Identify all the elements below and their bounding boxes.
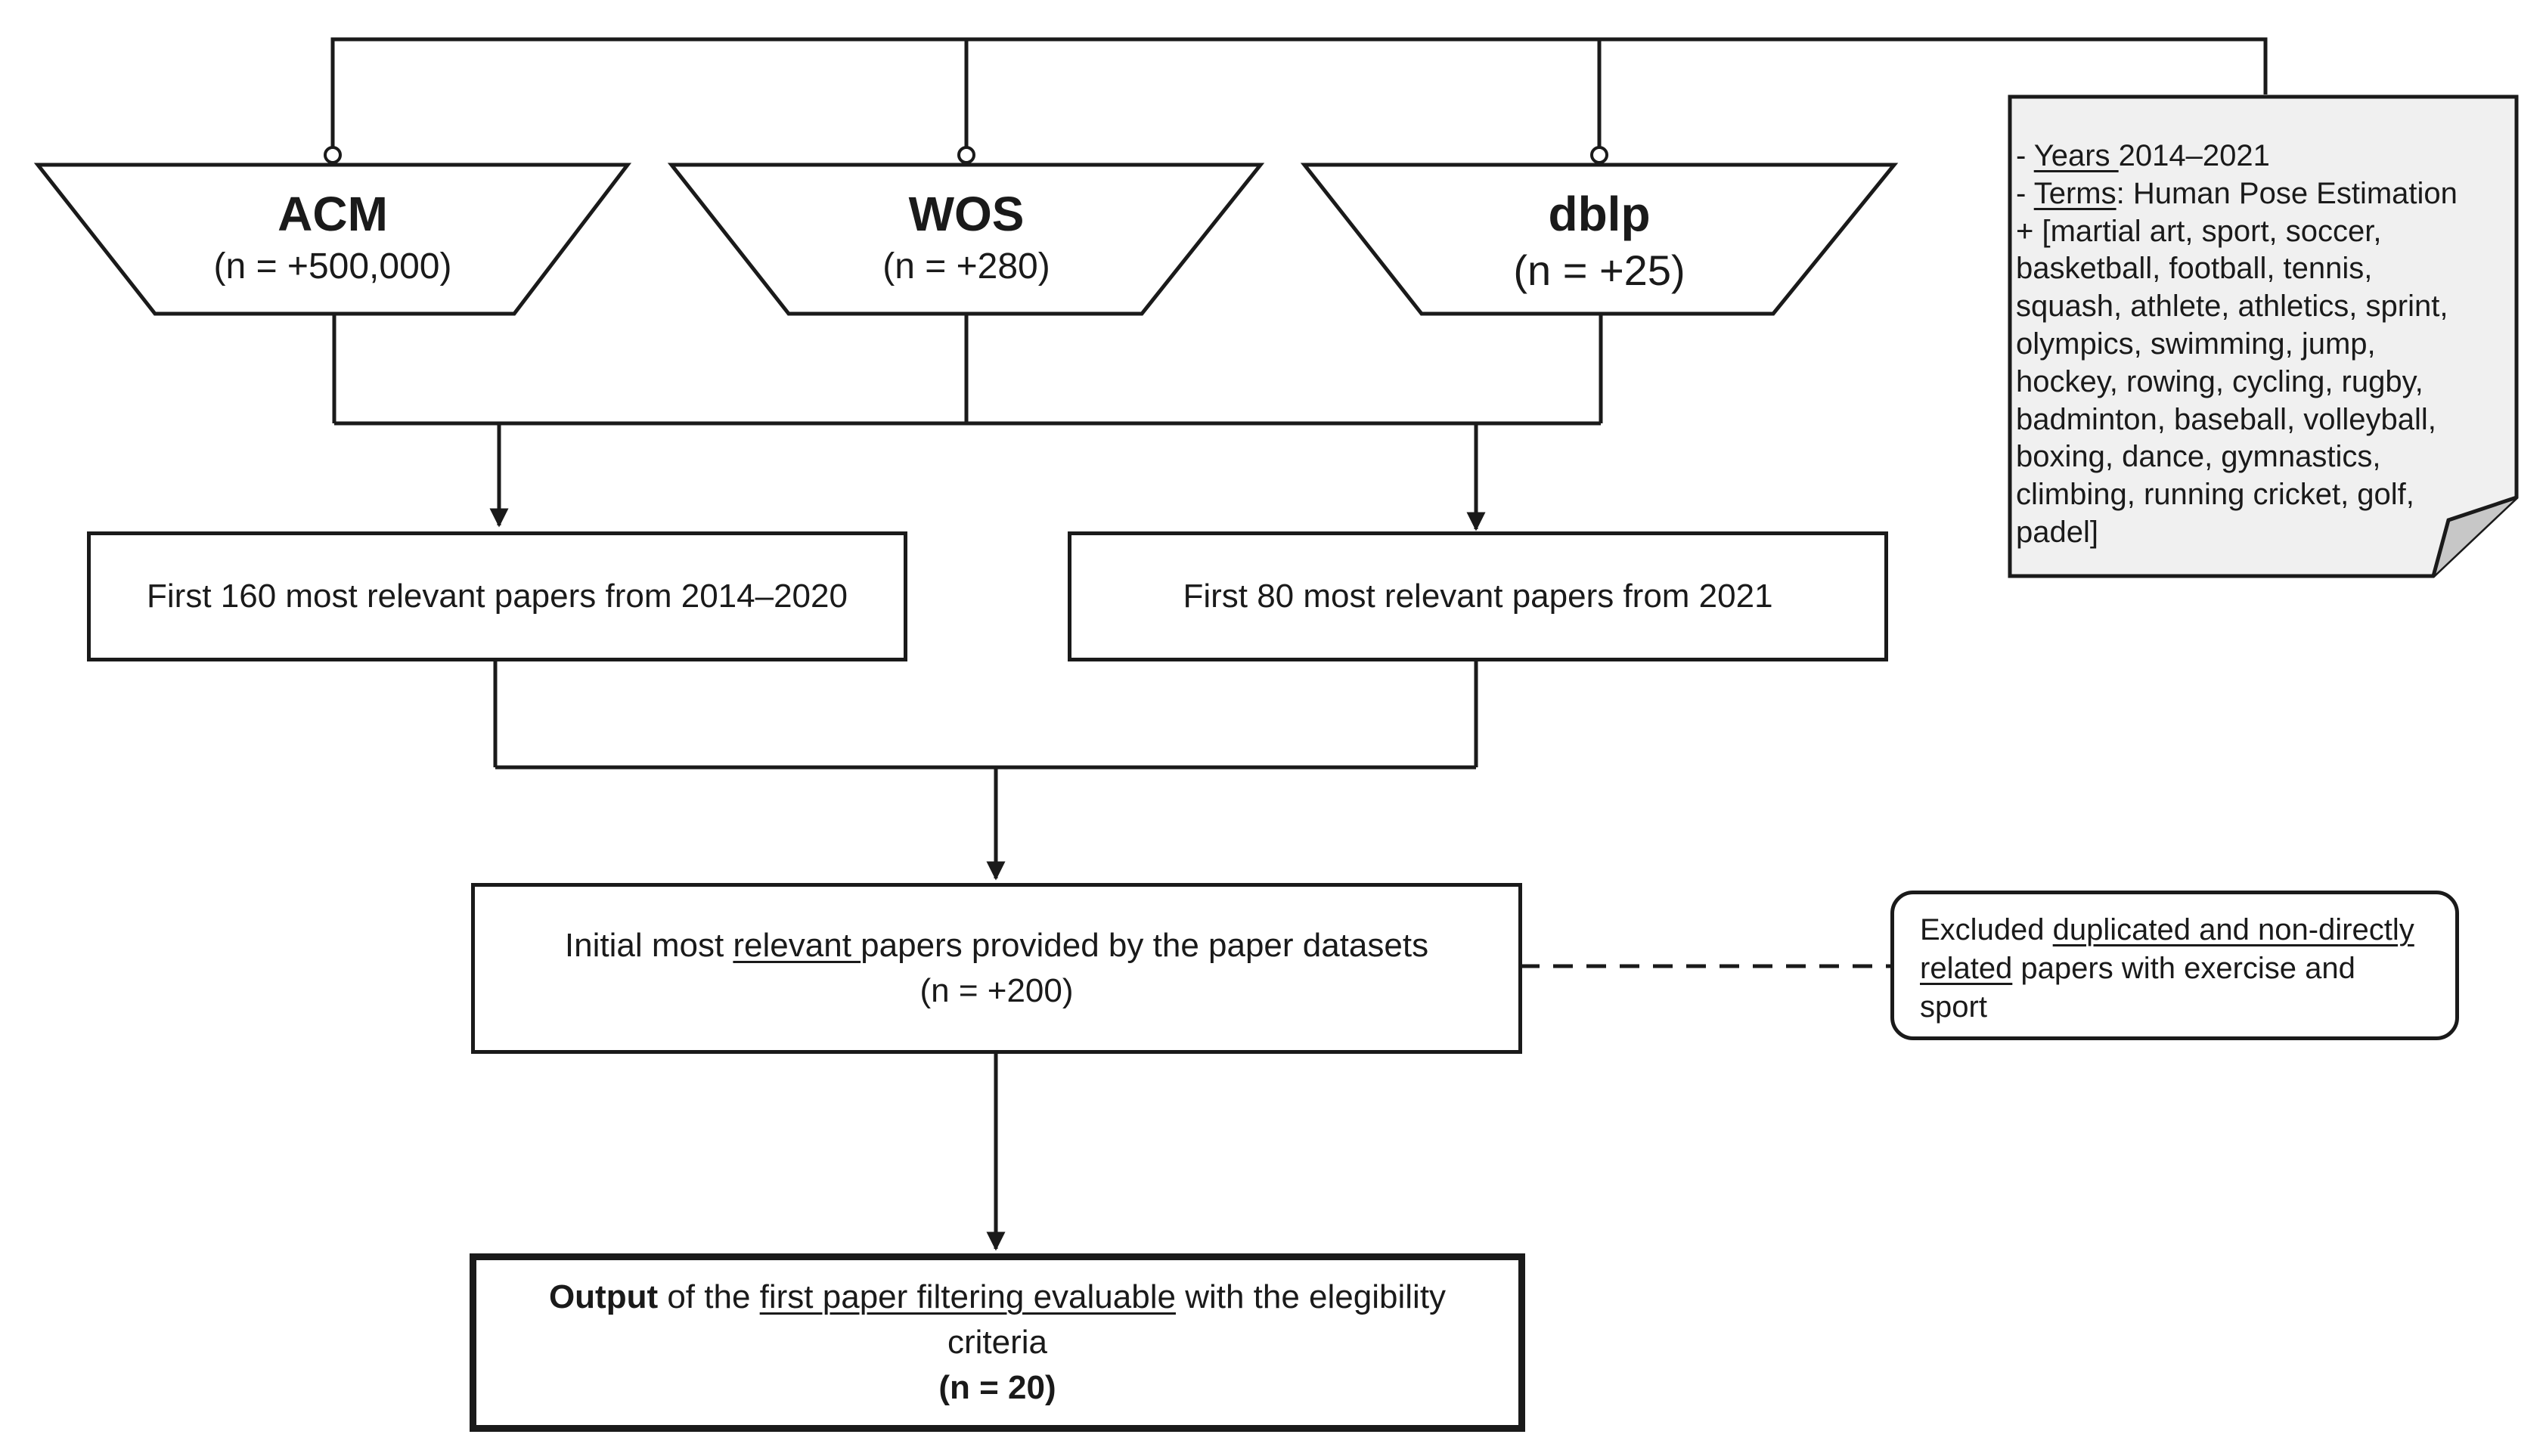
step-box-2014-2020: First 160 most relevant papers from 2014… [87,531,907,661]
source-dblp-shape [1300,163,1899,316]
years-label: Years [2033,139,2119,172]
source-name: ACM [278,187,388,241]
initial-text-pre: Initial most [564,927,733,965]
source-wos-shape [667,163,1265,316]
terms-value: : Human Pose Estimation [2116,176,2458,210]
output-text-post: with the elegibility criteria [947,1278,1447,1362]
excluded-text-underlined: duplicated and non-directly related [1920,913,2414,985]
source-wos: WOS (n = +280) [789,185,1144,290]
output-text-bold: Output [548,1278,659,1316]
source-name: WOS [908,187,1025,241]
source-count: (n = +500,000) [213,246,452,287]
criteria-terms: - Terms: Human Pose Estimation [2016,176,2458,210]
source-acm: ACM (n = +500,000) [155,185,510,290]
output-count: (n = 20) [938,1368,1056,1406]
output-text: Output of the first paper filtering eval… [544,1275,1450,1365]
terms-list: + [martial art, sport, soccer, basketbal… [2016,214,2448,549]
years-value: 2014–2021 [2118,139,2270,172]
source-acm-shape [33,163,632,316]
source-dblp: dblp (n = +25) [1422,185,1777,299]
source-name: dblp [1548,187,1651,241]
initial-text-underlined: relevant [733,927,861,965]
step-label: First 80 most relevant papers from 2021 [1183,578,1773,615]
terms-label: Terms [2033,176,2116,210]
criteria-years: - Years 2014–2021 [2016,139,2270,172]
output-text-underlined: first paper filtering evaluable [759,1278,1176,1316]
top-bus-line [330,37,2268,155]
initial-papers-count: (n = +200) [919,972,1074,1009]
criteria-note: - Years 2014–2021 - Terms: Human Pose Es… [2016,138,2485,552]
output-text-mid: of the [658,1278,760,1316]
initial-text-post: papers provided by the paper datasets [861,927,1429,965]
step-label: First 160 most relevant papers from 2014… [147,578,848,615]
source-count: (n = +280) [882,246,1050,287]
step-box-2021: First 80 most relevant papers from 2021 [1068,531,1888,661]
excluded-note: Excluded duplicated and non-directly rel… [1890,891,2459,1040]
excluded-text-pre: Excluded [1920,913,2053,946]
source-count: (n = +25) [1513,246,1685,294]
output-box: Output of the first paper filtering eval… [470,1253,1525,1432]
excluded-text-post: papers with exercise and sport [1920,951,2355,1024]
initial-papers-box: Initial most relevant papers provided by… [471,883,1522,1054]
initial-papers-text: Initial most relevant papers provided by… [565,923,1428,968]
